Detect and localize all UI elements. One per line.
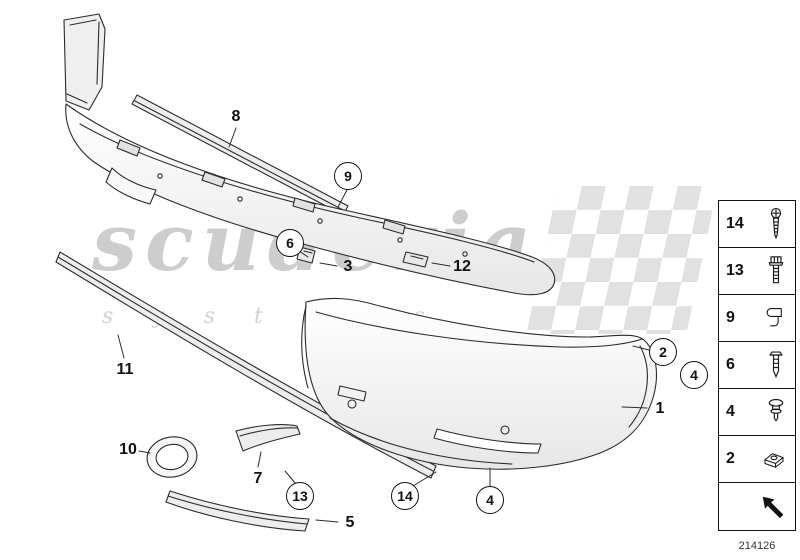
- arrow-icon: [726, 494, 788, 520]
- part-clip-12: [402, 251, 429, 268]
- legend-item-4[interactable]: 4: [719, 389, 795, 436]
- callout-4[interactable]: 4: [476, 486, 504, 514]
- bolt-icon: [744, 254, 788, 288]
- callout-5[interactable]: 5: [345, 514, 355, 531]
- legend-item-13[interactable]: 13: [719, 248, 795, 295]
- callout-10[interactable]: 10: [119, 441, 137, 458]
- legend-label: 6: [726, 356, 735, 373]
- callout-7[interactable]: 7: [253, 470, 263, 487]
- callout-8[interactable]: 8: [231, 108, 241, 125]
- part-clip-3: [296, 246, 316, 264]
- legend-item-9[interactable]: 9: [719, 295, 795, 342]
- callout-11[interactable]: 11: [116, 361, 134, 378]
- callout-12[interactable]: 12: [453, 258, 471, 275]
- part-carrier: [65, 103, 556, 296]
- screw-icon: [744, 207, 788, 241]
- legend-label: 9: [726, 309, 735, 326]
- diagram-part-number: 214126: [738, 540, 776, 552]
- leader-lines: [117, 127, 650, 523]
- part-bumper-skin: [301, 297, 657, 470]
- legend-label: 4: [726, 403, 735, 420]
- callout-13[interactable]: 13: [286, 482, 314, 510]
- callout-6[interactable]: 6: [276, 229, 304, 257]
- rivet-icon: [735, 348, 788, 382]
- callout-9[interactable]: 9: [334, 162, 362, 190]
- callout-14[interactable]: 14: [391, 482, 419, 510]
- legend: 14 13 9 6 4 2: [718, 200, 796, 531]
- callout-3[interactable]: 3: [343, 258, 353, 275]
- legend-label: 13: [726, 262, 744, 279]
- part-end-cap: [63, 13, 106, 111]
- clip-icon: [735, 303, 788, 333]
- legend-item-arrow-icon[interactable]: [719, 483, 795, 530]
- clip-nut-icon: [735, 447, 788, 471]
- grommet-icon: [735, 397, 788, 427]
- part-trim-7: [235, 424, 301, 452]
- part-ring-10: [146, 436, 198, 478]
- part-strip-5: [165, 490, 310, 532]
- legend-item-6[interactable]: 6: [719, 342, 795, 389]
- callout-1[interactable]: 1: [655, 400, 665, 417]
- legend-item-14[interactable]: 14: [719, 201, 795, 248]
- callout-2[interactable]: 2: [649, 338, 677, 366]
- callout-4[interactable]: 4: [680, 361, 708, 389]
- legend-label: 2: [726, 450, 735, 467]
- legend-label: 14: [726, 215, 744, 232]
- legend-item-2[interactable]: 2: [719, 436, 795, 483]
